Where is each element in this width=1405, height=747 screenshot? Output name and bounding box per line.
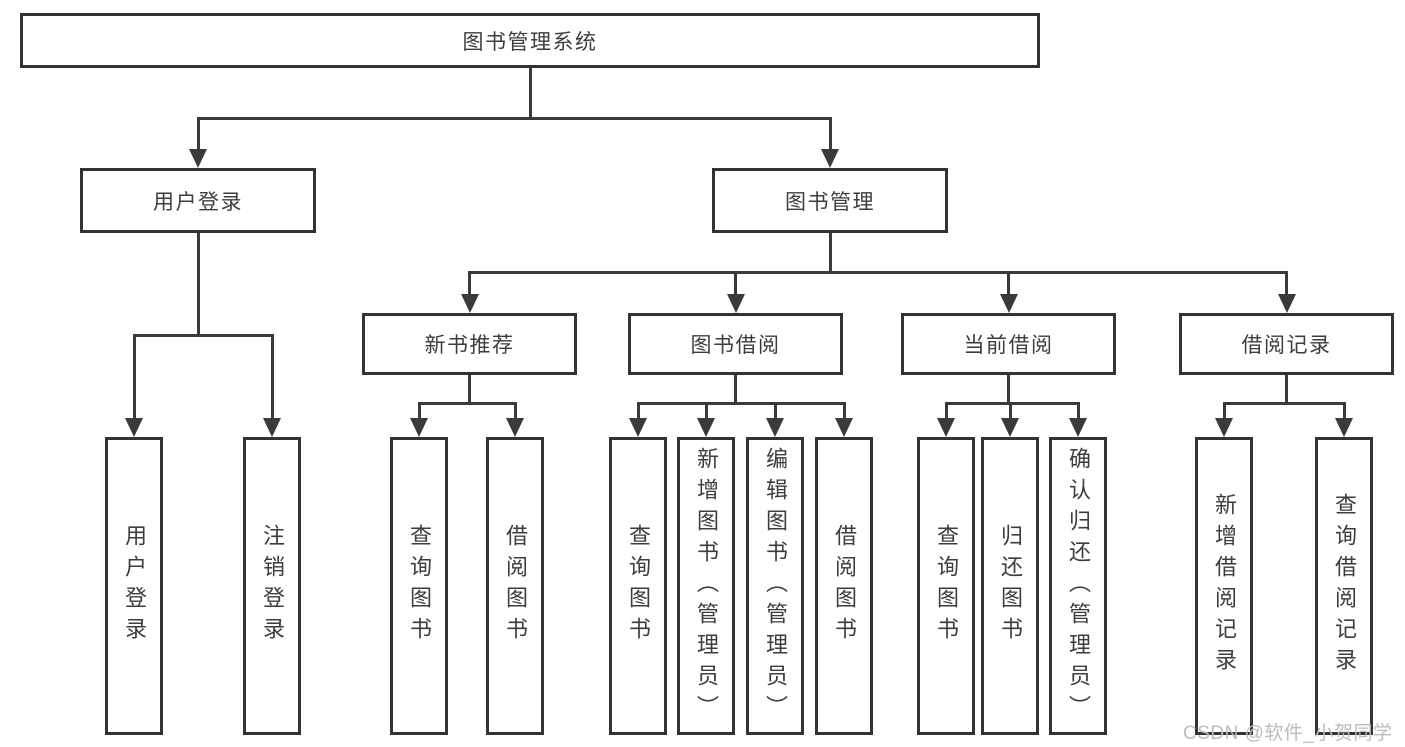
connector-drop-borrow-records [1285, 271, 1288, 297]
arrow-to-book-borrow-icon [726, 294, 745, 313]
node-new-book-recommend: 新书推荐 [362, 313, 577, 375]
connector-drop-login-leaf [132, 334, 136, 422]
leaf-confirm-return-admin: 确认归还（管理员） [1049, 437, 1107, 735]
arrow-to-login-leaf-icon [125, 418, 143, 437]
leaf-edit-books-admin: 编辑图书（管理员） [746, 437, 804, 735]
csdn-watermark: CSDN @软件_小贺同学 [1183, 723, 1393, 744]
connector-drop-e3 [1076, 402, 1080, 423]
connector-drop-d3 [773, 402, 777, 423]
arrow-to-e2-icon [1001, 418, 1019, 437]
arrow-to-e1-icon [937, 418, 955, 437]
arrow-to-borrow-records-icon [1277, 294, 1296, 313]
connector-drop-f2 [1342, 402, 1346, 423]
connector-drop-c2 [513, 402, 517, 423]
connector-new-book-rec-branch [417, 402, 517, 405]
connector-user-login-stem [196, 233, 200, 336]
connector-root-stem [528, 68, 532, 120]
connector-borrow-records-branch [1222, 402, 1346, 405]
arrow-to-user-login-icon [189, 149, 207, 168]
connector-new-book-rec-stem [468, 375, 471, 405]
arrow-to-current-borrow-icon [999, 294, 1018, 313]
connector-drop-e2 [1008, 402, 1012, 423]
arrow-to-d1-icon [629, 418, 647, 437]
connector-drop-logout-leaf [270, 334, 274, 422]
node-borrowing-records: 借阅记录 [1179, 313, 1394, 375]
node-book-management: 图书管理 [712, 168, 948, 233]
arrow-to-d4-icon [835, 418, 853, 437]
connector-book-borrow-stem [734, 375, 737, 405]
arrow-to-c1-icon [410, 418, 428, 437]
connector-book-mgmt-stem [828, 233, 832, 274]
arrow-to-new-book-rec-icon [460, 294, 479, 313]
arrow-to-f1-icon [1215, 418, 1233, 437]
connector-drop-d4 [842, 402, 846, 423]
connector-drop-d1 [636, 402, 640, 423]
leaf-query-borrow-record: 查询借阅记录 [1315, 437, 1373, 735]
leaf-return-books: 归还图书 [981, 437, 1039, 735]
connector-drop-e1 [944, 402, 948, 423]
connector-drop-c1 [417, 402, 421, 423]
connector-drop-f1 [1222, 402, 1226, 423]
connector-current-borrow-branch [944, 402, 1080, 405]
connector-root-branch [196, 117, 832, 120]
arrow-to-logout-leaf-icon [263, 418, 281, 437]
node-user-login: 用户登录 [80, 168, 316, 233]
arrow-to-f2-icon [1335, 418, 1353, 437]
connector-book-mgmt-branch [468, 271, 1288, 274]
arrow-to-d2-icon [697, 418, 715, 437]
leaf-logout: 注销登录 [243, 437, 301, 735]
arrow-to-d3-icon [766, 418, 784, 437]
connector-borrow-records-stem [1285, 375, 1288, 405]
arrow-to-e3-icon [1069, 418, 1087, 437]
connector-drop-current-borrow [1007, 271, 1010, 297]
node-root: 图书管理系统 [20, 13, 1040, 68]
leaf-borrow-books-recommend: 借阅图书 [486, 437, 544, 735]
leaf-borrow-books-borrowing: 借阅图书 [815, 437, 873, 735]
connector-drop-book-mgmt [828, 117, 832, 150]
connector-drop-new-book-rec [468, 271, 471, 297]
connector-drop-user-login [196, 117, 200, 150]
connector-drop-d2 [704, 402, 708, 423]
arrow-to-book-mgmt-icon [821, 149, 839, 168]
leaf-query-books-recommend: 查询图书 [390, 437, 448, 735]
node-book-borrowing: 图书借阅 [628, 313, 843, 375]
leaf-add-borrow-record: 新增借阅记录 [1195, 437, 1253, 735]
leaf-add-books-admin: 新增图书（管理员） [677, 437, 735, 735]
leaf-user-login: 用户登录 [105, 437, 163, 735]
arrow-to-c2-icon [506, 418, 524, 437]
connector-current-borrow-stem [1007, 375, 1010, 405]
connector-user-login-branch [132, 334, 274, 337]
node-current-borrowing: 当前借阅 [901, 313, 1116, 375]
leaf-query-books-borrowing: 查询图书 [609, 437, 667, 735]
connector-book-borrow-branch [636, 402, 846, 405]
leaf-query-books-current: 查询图书 [917, 437, 975, 735]
connector-drop-book-borrow [734, 271, 737, 297]
